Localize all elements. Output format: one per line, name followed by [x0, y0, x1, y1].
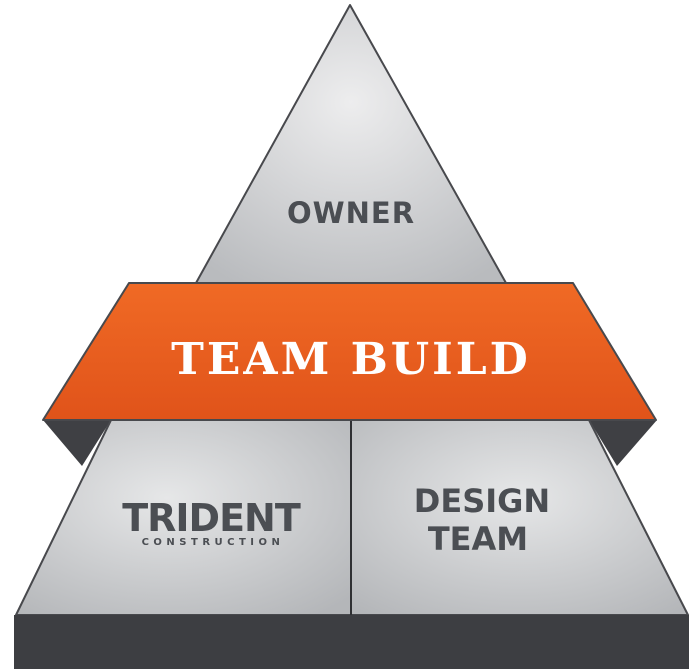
trident-construction-logo: TRIDENT CONSTRUCTION — [122, 496, 302, 548]
owner-triangle — [195, 4, 507, 284]
owner-label: OWNER — [287, 196, 415, 230]
design-team-line1: DESIGN — [414, 482, 550, 520]
team-build-band: TEAM BUILD — [42, 282, 657, 421]
design-team-line2: TEAM — [428, 520, 528, 558]
base-slab-right — [351, 615, 689, 669]
team-build-label: TEAM BUILD — [171, 334, 531, 385]
bottom-section — [14, 419, 689, 669]
base-slab-left — [14, 615, 351, 669]
trident-logo-name: TRIDENT — [122, 496, 301, 540]
band-shadow-wedges — [43, 420, 657, 466]
right-shadow-wedge — [589, 420, 657, 466]
design-team-label: DESIGN TEAM — [414, 482, 550, 558]
owner-section: OWNER — [195, 4, 507, 284]
trident-logo-tagline: CONSTRUCTION — [142, 537, 285, 548]
left-shadow-wedge — [43, 420, 111, 466]
team-build-band-shape — [42, 282, 657, 421]
